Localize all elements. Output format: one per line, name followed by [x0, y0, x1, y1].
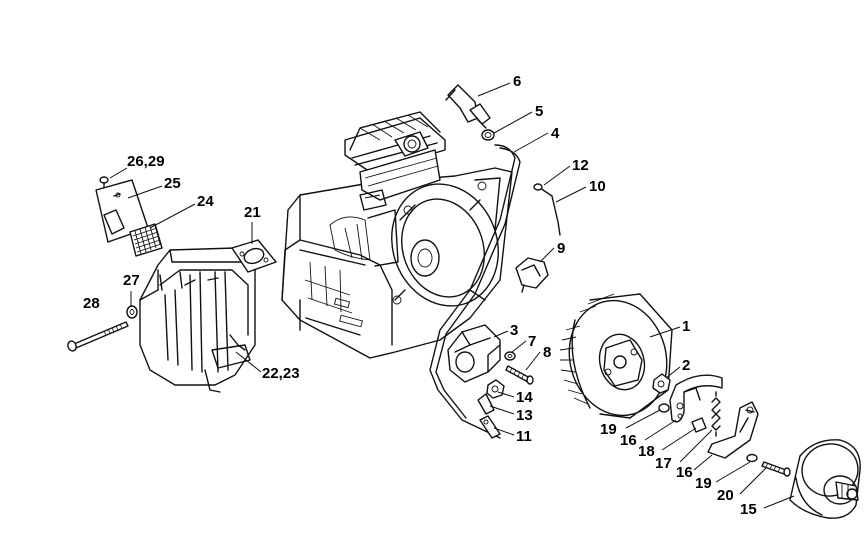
callout-labels: 6 5 4 12 10 9 1 2 3 7 8 14 13 11 19 16 1…: [83, 73, 757, 518]
callout-7: 7: [528, 333, 536, 350]
callout-12: 12: [572, 157, 589, 174]
clutch-shoe-lower: [707, 401, 759, 459]
callout-10: 10: [589, 178, 606, 195]
flywheel: [559, 293, 673, 419]
part-28-bolt: [67, 321, 129, 352]
callout-22-23: 22,23: [262, 365, 300, 382]
callout-11: 11: [516, 428, 532, 445]
callout-17: 17: [655, 455, 672, 472]
callout-24: 24: [197, 193, 214, 210]
callout-28: 28: [83, 295, 100, 312]
callout-13: 13: [516, 407, 533, 424]
cylinder: [344, 111, 446, 211]
callout-25: 25: [164, 175, 181, 192]
part-19-washer-upper: [658, 403, 670, 413]
leader-lines: [109, 82, 795, 509]
callout-15: 15: [740, 501, 757, 518]
part-27-washer: [126, 305, 138, 319]
part-20-screw: [761, 461, 791, 477]
callout-27: 27: [123, 272, 140, 289]
callout-3: 3: [510, 322, 518, 339]
part-2-nut: [652, 373, 671, 394]
callout-5: 5: [535, 103, 543, 120]
callout-16-upper: 16: [620, 432, 637, 449]
callout-6: 6: [513, 73, 521, 90]
part-19-washer-lower: [746, 453, 758, 463]
ignition-lead: [429, 144, 521, 439]
callout-18: 18: [638, 443, 655, 460]
short-circuit-wire: [533, 183, 561, 236]
part-9-wire-holder: [515, 257, 549, 293]
muffler-gasket: [231, 239, 277, 273]
callout-21: 21: [244, 204, 261, 221]
part-18-sleeve: [691, 417, 707, 433]
callout-9: 9: [557, 240, 565, 257]
clutch-shoe-upper: [669, 374, 723, 423]
part-17-spring: [711, 391, 721, 437]
callout-19-upper: 19: [600, 421, 617, 438]
callout-20: 20: [717, 487, 734, 504]
spark-plug-boot: [445, 84, 491, 129]
callout-8: 8: [543, 344, 551, 361]
callout-2: 2: [682, 357, 690, 374]
callout-19-lower: 19: [695, 475, 712, 492]
callout-26-29: 26,29: [127, 153, 165, 170]
part-7-washer: [504, 351, 516, 361]
spark-arrestor-screen: [129, 223, 163, 257]
part-14-nut: [486, 379, 505, 399]
callout-1: 1: [682, 318, 690, 335]
part-8-screw: [505, 365, 534, 385]
ignition-module: [447, 324, 501, 383]
callout-14: 14: [516, 389, 533, 406]
callout-16-lower: 16: [676, 464, 693, 481]
part-13-plug: [477, 393, 495, 415]
part-5-washer: [481, 129, 495, 141]
part-26-29-screw: [99, 176, 109, 189]
part-11-clip: [479, 415, 501, 439]
callout-4: 4: [551, 125, 560, 142]
clutch-drum: [789, 439, 861, 519]
muffler: [139, 247, 256, 393]
